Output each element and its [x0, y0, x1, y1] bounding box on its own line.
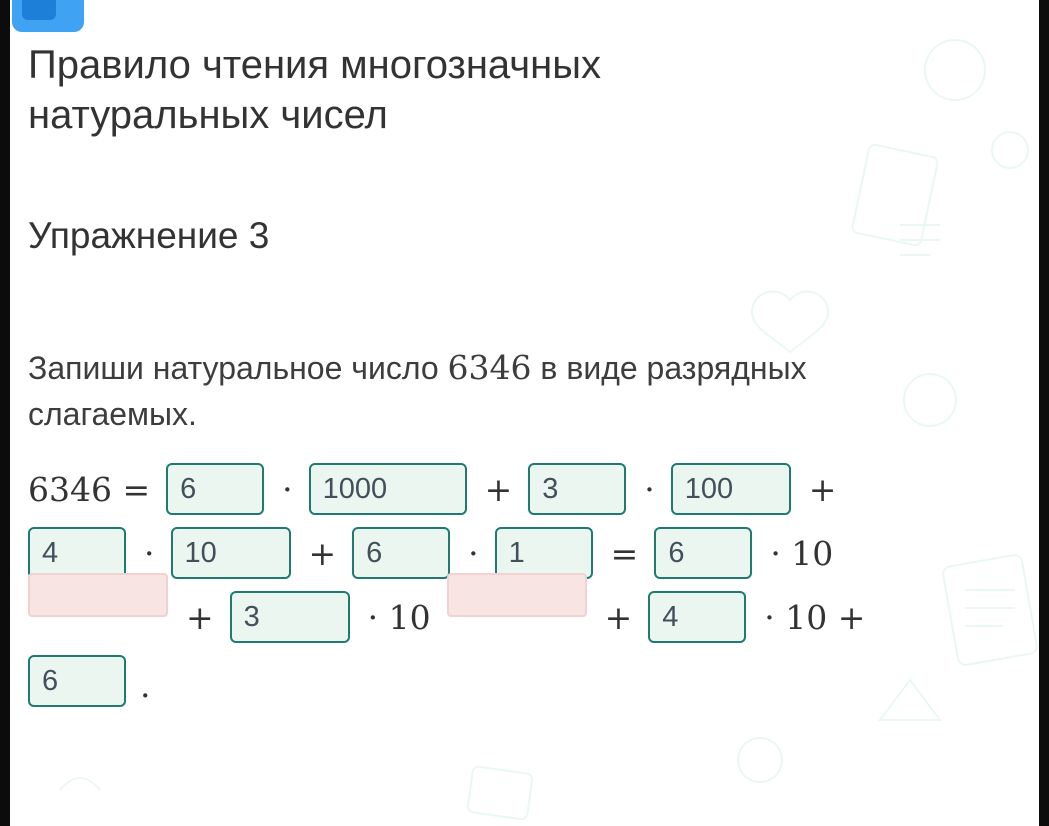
answer-input[interactable]: 3 — [528, 463, 627, 516]
math-text: . — [140, 666, 151, 706]
exponent-blank-input[interactable] — [446, 573, 587, 618]
answer-input[interactable]: 1 — [494, 527, 593, 580]
math-text: + — [186, 597, 214, 637]
task-number: 6346 — [447, 347, 532, 387]
left-edge-bar — [0, 0, 10, 826]
answer-input[interactable]: 10 — [170, 527, 291, 580]
math-text: = — [610, 533, 639, 573]
math-text: · — [468, 533, 479, 573]
answer-input[interactable]: 100 — [670, 463, 791, 516]
math-text: · 10 — [770, 533, 834, 573]
answer-input[interactable]: 6 — [352, 527, 451, 580]
task-text: Запиши натуральное число 6346 в виде раз… — [28, 345, 988, 437]
task-text-pre: Запиши натуральное число — [28, 349, 448, 386]
exercise-title: Упражнение 3 — [28, 214, 270, 256]
main-content: Правило чтения многозначных натуральных … — [28, 40, 1003, 708]
answer-input[interactable]: 1000 — [308, 463, 467, 516]
expression: 6346 =6·1000+3·100+4·10+6·1=6· 10+3· 10+… — [28, 463, 1003, 708]
page-title-line1: Правило чтения многозначных — [28, 43, 601, 87]
app-icon[interactable] — [12, 0, 84, 32]
exponent-blank-input[interactable] — [28, 573, 168, 618]
math-text: 6346 = — [28, 469, 151, 509]
math-text: · — [144, 533, 155, 573]
expression-row: 6346 = 6 · 1000 +3 · 100 + — [28, 463, 1003, 516]
answer-input[interactable]: 6 — [28, 655, 126, 708]
answer-input[interactable]: 4 — [648, 591, 747, 644]
math-text: · 10 — [367, 597, 431, 637]
expression-row: +3 · 10 +4 · 10 + — [28, 573, 1003, 644]
task-text-post: в виде разрядных — [531, 349, 807, 386]
expression-row: 4 · 10 +6 · 1 = 6 · 10 — [28, 527, 1003, 580]
page-title: Правило чтения многозначных натуральных … — [28, 40, 828, 141]
answer-input[interactable]: 4 — [28, 527, 126, 580]
right-edge-bar — [1039, 0, 1049, 826]
math-text: + — [604, 597, 633, 637]
page-title-line2: натуральных чисел — [28, 93, 388, 138]
task-text-line2: слагаемых. — [28, 395, 197, 432]
math-text: · 10 + — [764, 597, 866, 637]
math-text: + — [308, 533, 337, 573]
answer-input[interactable]: 3 — [229, 591, 350, 644]
math-text: · — [282, 469, 293, 509]
answer-input[interactable]: 6 — [166, 463, 265, 516]
expression-row: 6. — [28, 655, 1003, 708]
app-icon-fold — [22, 0, 56, 20]
answer-input[interactable]: 6 — [654, 527, 753, 580]
math-text: + — [484, 469, 513, 509]
math-text: + — [808, 469, 837, 509]
math-text: · — [644, 469, 655, 509]
